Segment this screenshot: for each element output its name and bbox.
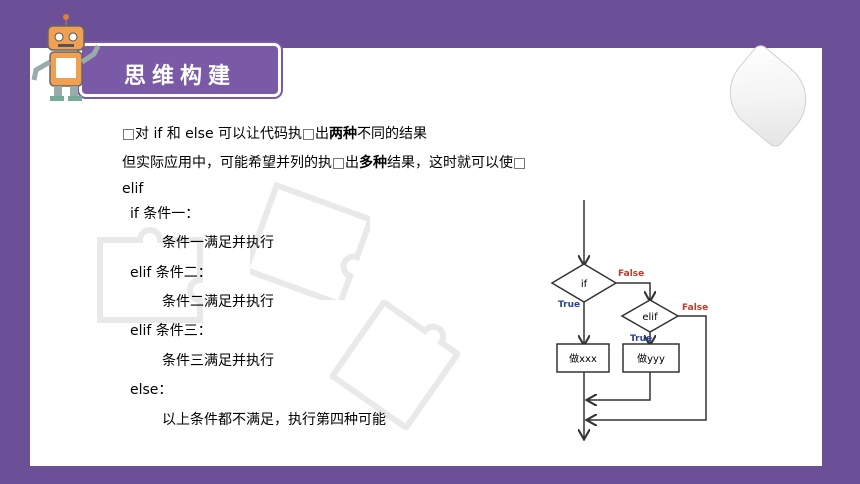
action-box-xxx [556, 343, 610, 373]
code-line: 条件二满足并执行 [162, 294, 274, 310]
title-banner [82, 46, 278, 94]
action-box-yyy [622, 343, 680, 373]
box-label: 做xxx [569, 352, 597, 365]
puzzle-watermark-icon [330, 300, 460, 430]
code-line: elif 条件三： [130, 323, 212, 339]
missing-glyph-box [333, 157, 344, 169]
code-line: 以上条件都不满足，执行第四种可能 [162, 412, 386, 428]
if-label: if [581, 279, 588, 290]
false-label: False [618, 269, 644, 279]
true-label: True [558, 300, 580, 310]
intro-line-1: 对 if 和 else 可以让代码执出两种不同的结果 [122, 123, 427, 143]
page-title: 思维构建 [124, 64, 237, 89]
false-label: False [682, 303, 708, 313]
missing-glyph-box [123, 128, 134, 140]
puzzle-watermark-icon [250, 181, 370, 300]
elif-flowchart: if True False elif True False 做xxx 做yyy [550, 200, 708, 443]
code-line: else： [130, 382, 173, 398]
puzzle-watermark-icon [97, 227, 203, 323]
code-line: elif 条件二： [130, 265, 212, 281]
code-line: 条件一满足并执行 [162, 235, 274, 251]
missing-glyph-box [303, 128, 315, 140]
intro-line-2: 但实际应用中，可能希望并列的执出多种结果，这时就可以使 [122, 152, 526, 172]
true-label: True [630, 334, 652, 344]
elif-label: elif [642, 312, 658, 323]
code-line: 条件三满足并执行 [162, 353, 274, 369]
box-label: 做yyy [637, 352, 665, 365]
content-card [30, 48, 822, 466]
missing-glyph-box [514, 157, 525, 169]
robot-mascot-icon [31, 14, 101, 101]
code-line: if 条件一： [130, 206, 200, 222]
intro-line-3: elif [122, 181, 144, 197]
